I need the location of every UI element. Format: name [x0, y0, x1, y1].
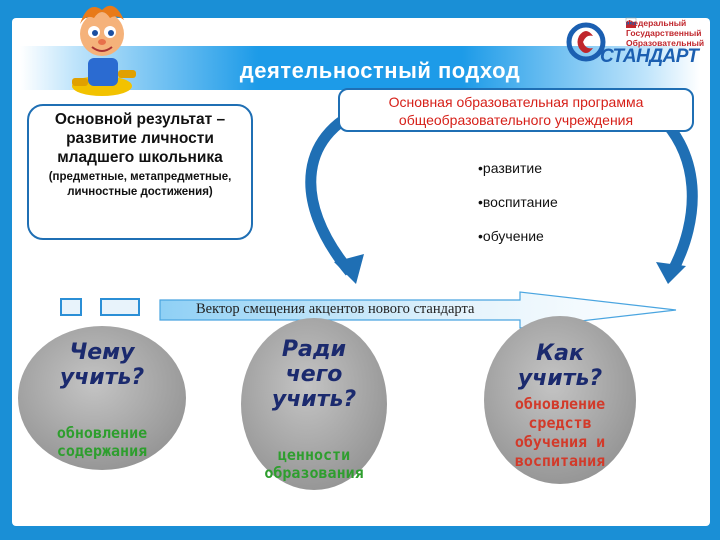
mascot-icon: [72, 5, 136, 96]
main-result-box: Основной результат – развитие личности м…: [27, 104, 253, 240]
title-bar: [20, 46, 700, 90]
logo-line-2: Государственный: [626, 28, 702, 38]
circle-why-label: Ради чего учить? ценности образования: [262, 337, 366, 482]
circle-answer: обновление средств обучения и воспитания: [514, 395, 606, 470]
circle-what-label: Чему учить? обновление содержания: [38, 340, 166, 460]
arc-left-arrowhead: [334, 254, 364, 284]
program-box: Основная образовательная программа общео…: [338, 88, 694, 132]
logo-caption: Федеральный Государственный Образователь…: [626, 18, 705, 48]
circle-how-label: Как учить? обновление средств обучения и…: [508, 341, 612, 471]
circle-how: [484, 316, 636, 484]
vector-square-1: [60, 298, 82, 316]
bullet-item: •воспитание: [478, 194, 558, 210]
arc-right-arrowhead: [656, 262, 686, 284]
logo-line-1: Федеральный: [626, 18, 687, 28]
slide-title: деятельностный подход: [239, 58, 521, 83]
circle-answer: ценности образования: [264, 446, 364, 482]
logo-line-3: Образовательный: [626, 38, 705, 48]
circle-question: Как учить?: [517, 341, 603, 391]
bullet-item: •развитие: [478, 160, 543, 176]
circle-why: [241, 318, 387, 490]
logo-wordmark: СТАНДАРТ: [600, 46, 699, 67]
vector-label: Вектор смещения акцентов нового стандарт…: [196, 301, 475, 317]
fgos-logo-icon: [566, 17, 637, 62]
program-text: Основная образовательная программа общео…: [388, 94, 644, 128]
circle-answer: обновление содержания: [56, 424, 148, 460]
main-result-subtext: (предметные, метапредметные, личностные …: [48, 171, 232, 198]
circle-what: [18, 326, 186, 470]
circle-question: Ради чего учить?: [271, 337, 357, 412]
vector-square-2: [100, 298, 140, 316]
circle-question: Чему учить?: [59, 340, 145, 390]
main-result-text: Основной результат – развитие личности м…: [54, 111, 226, 166]
bullet-item: •обучение: [478, 228, 544, 244]
bullet-list: •развитие •воспитание •обучение: [478, 160, 558, 262]
